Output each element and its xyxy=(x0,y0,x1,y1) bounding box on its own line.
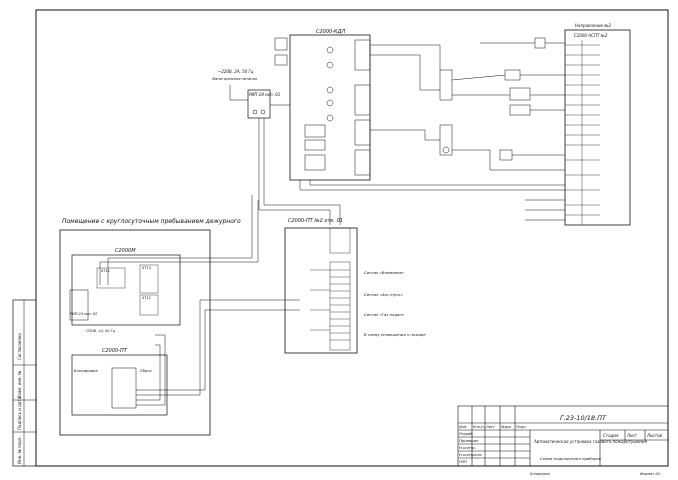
sheet-header: Лист xyxy=(626,433,638,438)
xt13-label: XT13 xyxy=(142,266,151,270)
pt2-box xyxy=(284,227,358,354)
strip-replace: Взам. инв. № xyxy=(17,371,22,398)
aspt-title: С2000-АСПТ №2 xyxy=(574,33,608,38)
kdl-box xyxy=(289,34,371,181)
relay-label-1: Сигнал «Внимание» xyxy=(364,270,405,275)
strip-agreed: Согласовано xyxy=(17,333,22,360)
rip-room-box xyxy=(69,289,89,321)
xt11-label: XT11 xyxy=(101,269,110,273)
s2000pt-title: С2000-ПТ xyxy=(102,348,128,354)
project-name: Автоматическая установка газового пожаро… xyxy=(533,439,648,444)
kdl-title: С2000-КДЛ xyxy=(316,29,345,35)
sheet-title: Схема подключения приборов xyxy=(540,456,602,461)
aspt-box xyxy=(564,29,631,226)
role-1: Разраб. xyxy=(459,431,474,436)
supply-top: ~220В, 2А, 50 Гц xyxy=(218,69,254,74)
mid-devices xyxy=(439,37,546,161)
s2000m-terminals xyxy=(96,264,159,316)
rip-top-label: РИП-24 исп. 01 xyxy=(249,92,280,97)
wires xyxy=(99,42,565,406)
role-3: Н.контр. xyxy=(459,445,476,450)
relay-label-4: В схему оповещения о пожаре xyxy=(364,332,426,337)
s2000pt-terminal xyxy=(111,367,137,409)
rip-room-label: РИП-24 исп. 02 xyxy=(70,312,98,316)
role-2: Проверил xyxy=(459,438,479,443)
stage-header: Стадия xyxy=(603,433,619,438)
aspt-dir: Направление №2 xyxy=(575,23,612,28)
col-header-1: Изм. xyxy=(459,425,467,429)
room-box xyxy=(59,229,211,436)
col-header-4: №док xyxy=(500,425,512,429)
pt2-title: С2000-ПТ №2 отк. 01 xyxy=(288,218,343,224)
pt2-terminals xyxy=(310,227,351,351)
kdl-terminals xyxy=(304,39,371,176)
copied-label: Копировал xyxy=(530,472,551,476)
role-4: Н.контроль xyxy=(459,452,482,457)
relay-label-3: Сигнал «Газ подан» xyxy=(364,312,405,317)
supply-room: ~220В, 1А, 50 Гц xyxy=(84,329,116,333)
relay-label-2: Сигнал «Авт./пуск» xyxy=(364,292,404,297)
title-block-lines xyxy=(457,405,669,467)
format-label: Формат А3 xyxy=(640,472,660,476)
strip-inv: Инв. № подл. xyxy=(17,436,22,464)
col-header-5: Подп. xyxy=(516,425,527,429)
s2000pt-box xyxy=(71,354,168,416)
supply-top-sub: Магистральная питания xyxy=(212,77,257,81)
title-code: Г.23-10/18.ПТ xyxy=(560,414,607,422)
s2000m-title: С2000М xyxy=(115,248,136,254)
pt-reset-label: Сброс xyxy=(140,368,153,373)
kdl-left-detectors xyxy=(274,37,334,122)
col-header-3: Лист xyxy=(485,425,496,429)
col-header-2: Кол.уч xyxy=(473,425,485,429)
left-stamp-strip xyxy=(12,299,37,467)
aspt-rows xyxy=(565,40,600,225)
pt-block-label: Блокировка xyxy=(74,368,98,373)
sheets-header: Листов xyxy=(646,433,663,438)
role-5: ГИП xyxy=(459,459,467,464)
relay-labels: Сигнал «Внимание» Сигнал «Авт./пуск» Сиг… xyxy=(364,270,426,337)
room-label: Помещение с круглосуточным пребыванием д… xyxy=(62,218,241,225)
strip-sign: Подпись и дата xyxy=(17,396,22,430)
xt12-label: XT12 xyxy=(142,296,151,300)
sheet-frame xyxy=(35,9,669,467)
